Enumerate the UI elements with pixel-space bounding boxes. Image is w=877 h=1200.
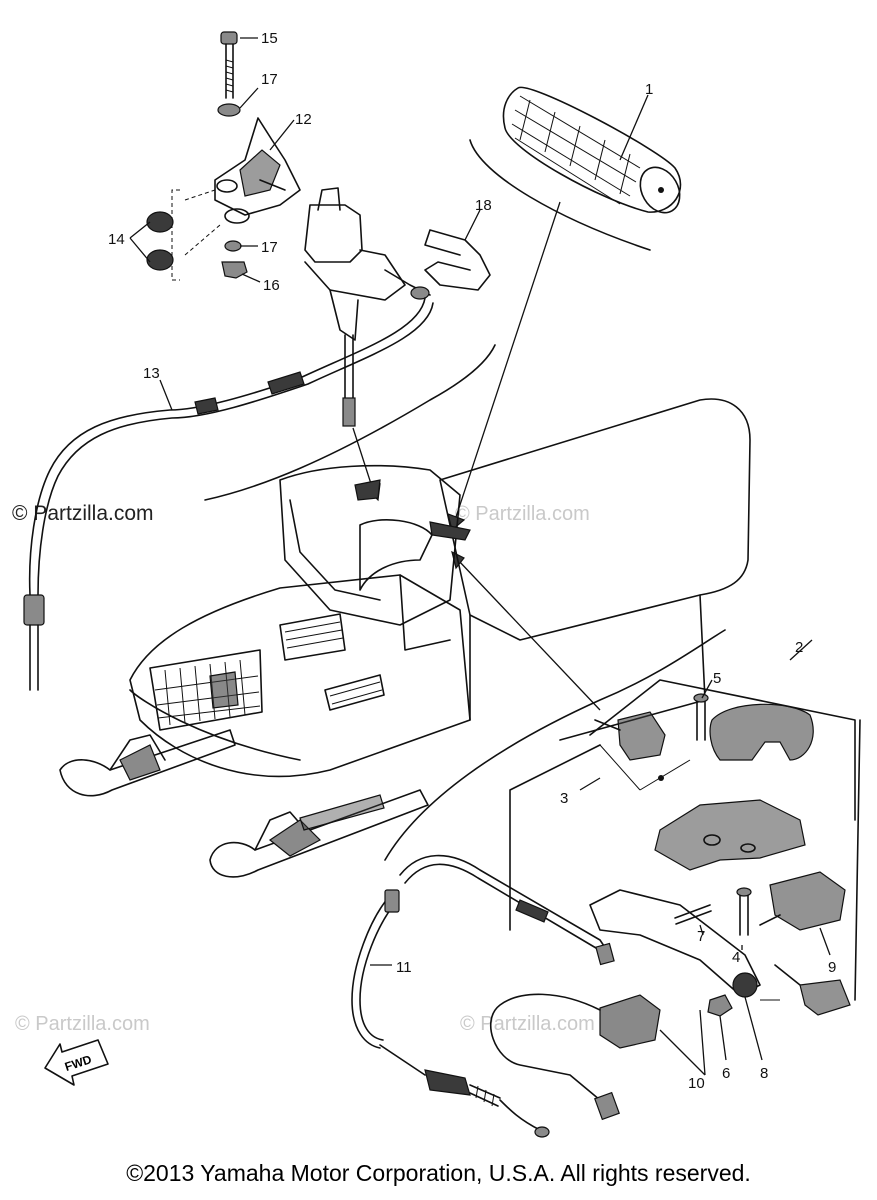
callouts: 1 2 3 4 5 6 7 8 9 10 11 12 13 14 15 16 1… bbox=[108, 30, 836, 1092]
snowmobile bbox=[59, 398, 751, 878]
callout-4: 4 bbox=[732, 949, 740, 966]
watermark-bottom-right: © Partzilla.com bbox=[460, 1013, 595, 1035]
callout-12: 12 bbox=[295, 111, 312, 128]
part-clip bbox=[424, 229, 491, 291]
guide-line-upper bbox=[204, 344, 496, 501]
part-throttle-cable bbox=[23, 297, 434, 691]
callout-15: 15 bbox=[261, 30, 278, 47]
callout-14: 14 bbox=[108, 231, 125, 248]
callout-1: 1 bbox=[645, 81, 653, 98]
callout-8: 8 bbox=[760, 1065, 768, 1082]
callout-18: 18 bbox=[475, 197, 492, 214]
part-grip bbox=[469, 86, 682, 251]
callout-6: 6 bbox=[722, 1065, 730, 1082]
fwd-arrow: FWD bbox=[44, 1039, 109, 1086]
part-bracket-assembly bbox=[146, 31, 431, 427]
brake-assembly bbox=[399, 679, 861, 1121]
guide-line-lower bbox=[384, 629, 726, 861]
callout-16: 16 bbox=[263, 277, 280, 294]
callout-2: 2 bbox=[795, 639, 803, 656]
callout-10: 10 bbox=[688, 1075, 705, 1092]
callout-3: 3 bbox=[560, 790, 568, 807]
callout-17-top: 17 bbox=[261, 71, 278, 88]
callout-13: 13 bbox=[143, 365, 160, 382]
callout-17-lower: 17 bbox=[261, 239, 278, 256]
watermark-bottom-left: © Partzilla.com bbox=[15, 1013, 150, 1035]
callout-9: 9 bbox=[828, 959, 836, 976]
watermark-center: © Partzilla.com bbox=[455, 503, 590, 525]
callout-11: 11 bbox=[396, 959, 412, 976]
callout-7: 7 bbox=[697, 928, 705, 945]
part-brake-cable bbox=[351, 889, 550, 1138]
watermark-left: © Partzilla.com bbox=[12, 502, 154, 525]
copyright-notice: ©2013 Yamaha Motor Corporation, U.S.A. A… bbox=[126, 1160, 751, 1186]
callout-5: 5 bbox=[713, 670, 721, 687]
